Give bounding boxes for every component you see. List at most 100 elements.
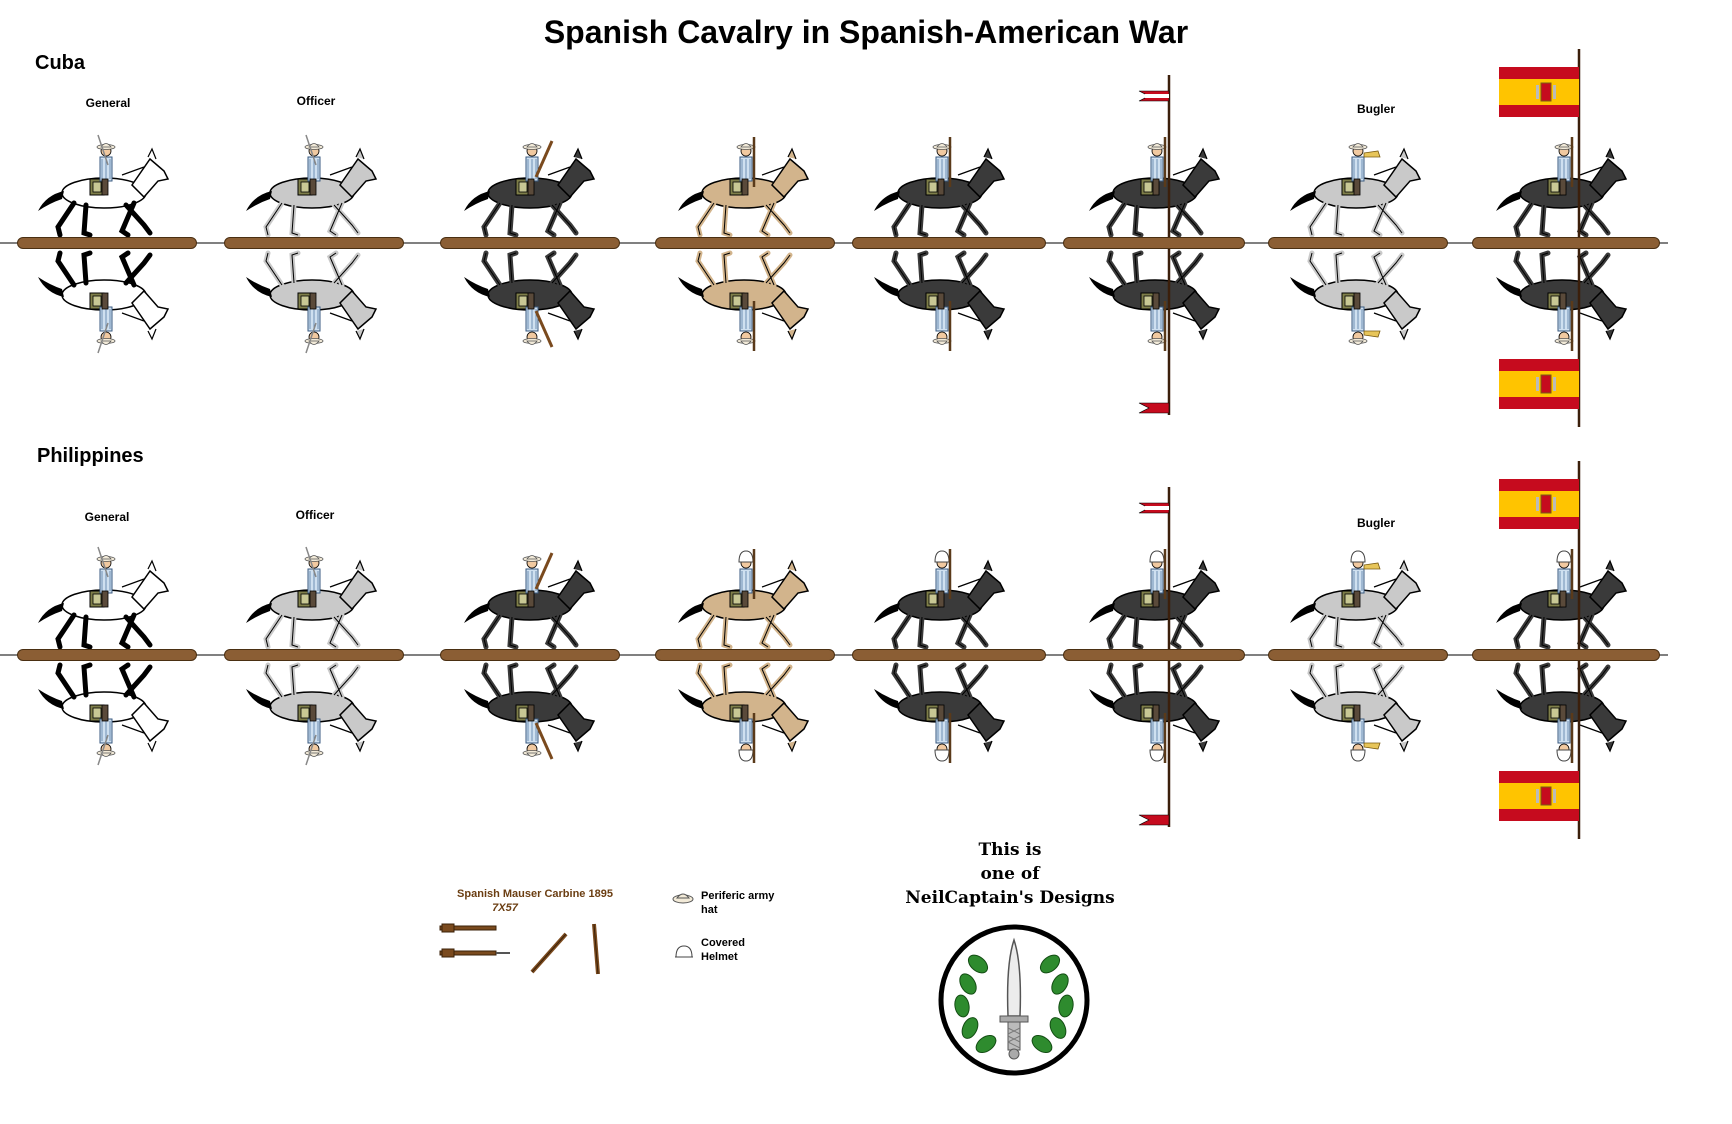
carbine-icon-1 xyxy=(439,923,497,933)
rider-icon xyxy=(96,704,116,757)
figure-base xyxy=(1268,237,1448,249)
cavalry-figure-2 xyxy=(246,134,378,238)
cavalry-figure-mirror-1 xyxy=(38,250,170,354)
covered-helmet-icon xyxy=(1149,749,1165,762)
spanish-flag-icon xyxy=(1499,359,1579,409)
carbine-icon xyxy=(534,552,554,590)
rider-icon xyxy=(738,704,754,762)
rider-icon xyxy=(738,550,754,608)
rider-icon xyxy=(304,292,324,345)
sword-icon xyxy=(305,134,317,166)
carbine-icon-3 xyxy=(530,932,568,974)
covered-helmet-icon xyxy=(675,945,693,958)
coat-of-arms-icon xyxy=(1540,786,1552,806)
horse-icon xyxy=(1290,250,1422,341)
rider-icon xyxy=(522,704,542,757)
cavalry-figure-mirror-2 xyxy=(246,662,378,766)
sword-icon xyxy=(97,734,109,766)
spanish-flag-icon xyxy=(1499,479,1579,529)
cavalry-figure-8 xyxy=(1496,137,1628,238)
covered-helmet-icon xyxy=(1149,550,1165,563)
bugle-icon xyxy=(1363,330,1381,338)
cavalry-figure-mirror-6 xyxy=(1089,250,1221,351)
bugle-icon xyxy=(1363,742,1381,750)
rank-label-bugler-cuba: Bugler xyxy=(1356,102,1395,116)
credit-line-3: NeilCaptain's Designs xyxy=(905,888,1115,908)
rank-label-general-cuba: General xyxy=(85,96,131,110)
rider-icon xyxy=(1556,704,1572,762)
cavalry-figure-mirror-3 xyxy=(464,662,596,760)
rider-icon xyxy=(1149,704,1165,762)
cavalry-figure-2 xyxy=(246,546,378,650)
rider-icon xyxy=(96,555,116,608)
figure-base xyxy=(17,649,197,661)
figure-base xyxy=(440,237,620,249)
horse-icon xyxy=(464,662,596,753)
rider-icon xyxy=(1147,143,1167,196)
cavalry-figure-mirror-6 xyxy=(1089,662,1221,763)
rider-icon xyxy=(736,143,756,196)
sword-icon xyxy=(97,546,109,578)
rider-icon xyxy=(1556,550,1572,608)
cavalry-figure-mirror-4 xyxy=(678,662,810,763)
cavalry-figure-mirror-4 xyxy=(678,250,810,351)
covered-helmet-icon xyxy=(738,550,754,563)
bugle-icon xyxy=(1363,562,1381,570)
carbine-caliber-label: 7X57 xyxy=(492,902,518,914)
cavalry-figure-7 xyxy=(1290,550,1422,650)
carbine-name-label: Spanish Mauser Carbine 1895 xyxy=(457,888,613,900)
sword-icon xyxy=(305,546,317,578)
figure-base xyxy=(1472,237,1660,249)
covered-helmet-icon xyxy=(738,749,754,762)
figure-base xyxy=(852,649,1046,661)
horse-icon xyxy=(246,559,378,650)
coat-of-arms-icon xyxy=(1540,494,1552,514)
cavalry-figure-3 xyxy=(464,140,596,238)
covered-helmet-icon xyxy=(1350,550,1366,563)
cavalry-figure-mirror-2 xyxy=(246,250,378,354)
covered-helmet-icon xyxy=(1350,749,1366,762)
cavalry-figure-mirror-7 xyxy=(1290,662,1422,762)
rank-label-general-philippines: General xyxy=(84,510,130,524)
carbine-icon xyxy=(534,140,554,178)
rider-icon xyxy=(1554,292,1574,345)
dagger-icon xyxy=(999,937,1029,1060)
cavalry-figure-mirror-3 xyxy=(464,250,596,348)
rider-icon xyxy=(934,704,950,762)
periferic-hat-label-1: Periferic army xyxy=(701,890,775,902)
coat-of-arms-icon xyxy=(1540,82,1552,102)
carbine-icons xyxy=(439,923,600,975)
rider-icon xyxy=(1554,143,1574,196)
cavalry-figure-mirror-5 xyxy=(874,662,1006,763)
carbine-icon xyxy=(534,722,554,760)
figure-base xyxy=(1472,649,1660,661)
cavalry-figure-6 xyxy=(1089,137,1221,238)
periferic-hat-label-2: hat xyxy=(701,904,718,916)
section-title-cuba: Cuba xyxy=(35,52,85,74)
sheet-title: Spanish Cavalry in Spanish-American War xyxy=(543,14,1189,50)
cavalry-figure-mirror-7 xyxy=(1290,250,1422,345)
rank-label-officer-cuba: Officer xyxy=(296,94,336,108)
rider-icon xyxy=(1350,550,1366,608)
figure-base xyxy=(440,649,620,661)
carbine-icon-4 xyxy=(592,923,600,975)
horse-icon xyxy=(678,662,810,753)
covered-helmet-icon xyxy=(934,749,950,762)
horse-icon xyxy=(874,250,1006,341)
horse-icon xyxy=(38,559,170,650)
designer-emblem xyxy=(938,924,1090,1076)
horse-icon xyxy=(874,559,1006,650)
rank-label-officer-philippines: Officer xyxy=(295,508,335,522)
horse-icon xyxy=(464,559,596,650)
cavalry-figure-1 xyxy=(38,546,170,650)
periferic-hat-icon xyxy=(672,893,694,904)
figure-base xyxy=(655,237,835,249)
sword-icon xyxy=(305,322,317,354)
rider-icon xyxy=(932,143,952,196)
bugle-icon xyxy=(1363,150,1381,158)
cavalry-figure-8 xyxy=(1496,549,1628,650)
coat-of-arms-icon xyxy=(1540,374,1552,394)
sword-icon xyxy=(305,734,317,766)
figure-base xyxy=(1063,649,1245,661)
